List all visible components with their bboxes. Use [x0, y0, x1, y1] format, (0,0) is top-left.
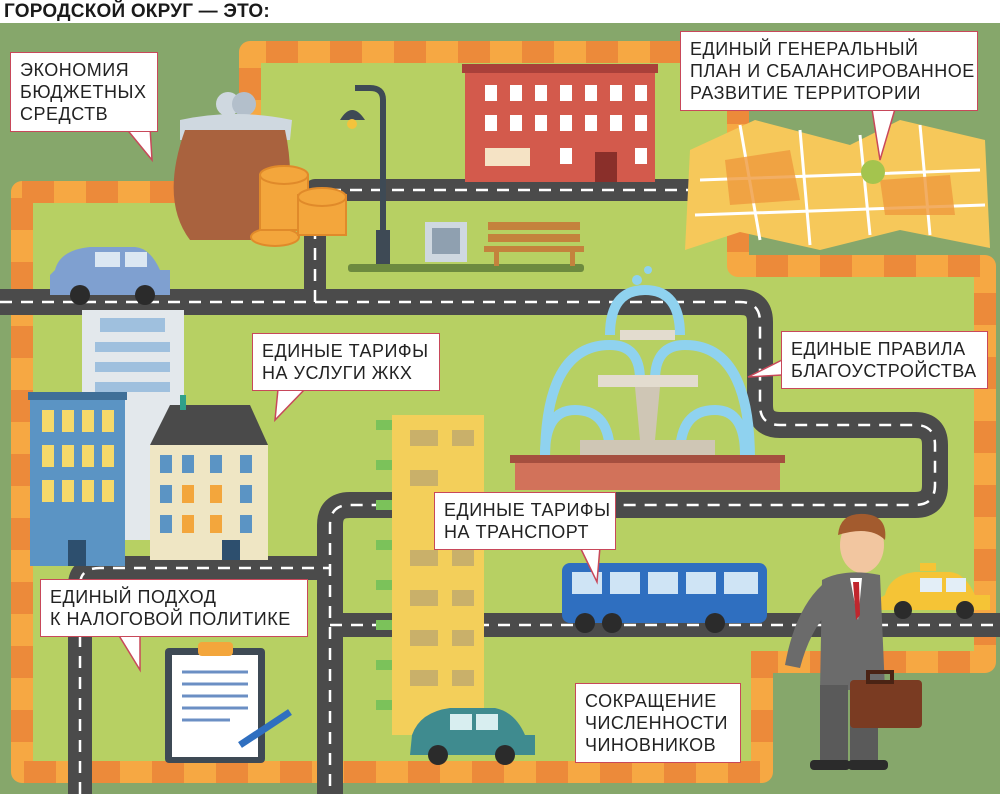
- callout-line: ЕДИНЫЙ ПОДХОД: [50, 587, 217, 607]
- callout-line: БЛАГОУСТРОЙСТВА: [791, 361, 977, 381]
- callout-officials: СОКРАЩЕНИЕ ЧИСЛЕННОСТИ ЧИНОВНИКОВ: [575, 683, 741, 763]
- callout-tails: [117, 108, 896, 673]
- callout-line: ЕДИНЫЕ ТАРИФЫ: [444, 500, 611, 520]
- callout-line: ЧИНОВНИКОВ: [585, 735, 717, 755]
- callout-line: СРЕДСТВ: [20, 104, 109, 124]
- callout-line: ЕДИНЫЕ ПРАВИЛА: [791, 339, 966, 359]
- callout-line: ЕДИНЫЕ ТАРИФЫ: [262, 341, 429, 361]
- callout-general-plan: ЕДИНЫЙ ГЕНЕРАЛЬНЫЙ ПЛАН И СБАЛАНСИРОВАНН…: [680, 31, 978, 111]
- callout-tax: ЕДИНЫЙ ПОДХОД К НАЛОГОВОЙ ПОЛИТИКЕ: [40, 579, 308, 637]
- callout-line: ЧИСЛЕННОСТИ: [585, 713, 728, 733]
- city-illustration: [0, 23, 1000, 794]
- callout-line: НА ТРАНСПОРТ: [444, 522, 589, 542]
- beige-building: [150, 395, 268, 560]
- callout-line: НА УСЛУГИ ЖКХ: [262, 363, 413, 383]
- bench-icon: [484, 222, 584, 266]
- teal-car-icon: [410, 708, 535, 765]
- callout-line: К НАЛОГОВОЙ ПОЛИТИКЕ: [50, 609, 291, 629]
- street-lamp-icon: [340, 85, 390, 265]
- park-ground: [348, 264, 584, 272]
- bus-icon: [562, 563, 767, 633]
- callout-line: РАЗВИТИЕ ТЕРРИТОРИИ: [690, 83, 921, 103]
- fountain-icon: [510, 266, 785, 490]
- callout-line: ЭКОНОМИЯ: [20, 60, 130, 80]
- blue-building: [28, 392, 127, 566]
- trash-bin-icon: [425, 222, 467, 262]
- apartment-tower: [376, 415, 484, 735]
- callout-landscaping: ЕДИНЫЕ ПРАВИЛА БЛАГОУСТРОЙСТВА: [781, 331, 988, 389]
- callout-line: БЮДЖЕТНЫХ: [20, 82, 147, 102]
- callout-transport: ЕДИНЫЕ ТАРИФЫ НА ТРАНСПОРТ: [434, 492, 616, 550]
- briefcase-icon: [850, 670, 922, 728]
- blue-car-icon: [50, 247, 170, 305]
- page-title: ГОРОДСКОЙ ОКРУГ — ЭТО:: [4, 1, 270, 22]
- coins-icon: [250, 165, 347, 247]
- clipboard-icon: [165, 642, 292, 763]
- callout-line: ПЛАН И СБАЛАНСИРОВАННОЕ: [690, 61, 975, 81]
- red-building: [462, 64, 658, 182]
- callout-line: СОКРАЩЕНИЕ: [585, 691, 717, 711]
- taxi-icon: [880, 563, 990, 619]
- callout-line: ЕДИНЫЙ ГЕНЕРАЛЬНЫЙ: [690, 39, 919, 59]
- callout-utilities: ЕДИНЫЕ ТАРИФЫ НА УСЛУГИ ЖКХ: [252, 333, 440, 391]
- city-map-icon: [685, 120, 990, 250]
- callout-economy: ЭКОНОМИЯ БЮДЖЕТНЫХ СРЕДСТВ: [10, 52, 158, 132]
- official-man-icon: [785, 513, 922, 770]
- pen-icon: [238, 709, 292, 748]
